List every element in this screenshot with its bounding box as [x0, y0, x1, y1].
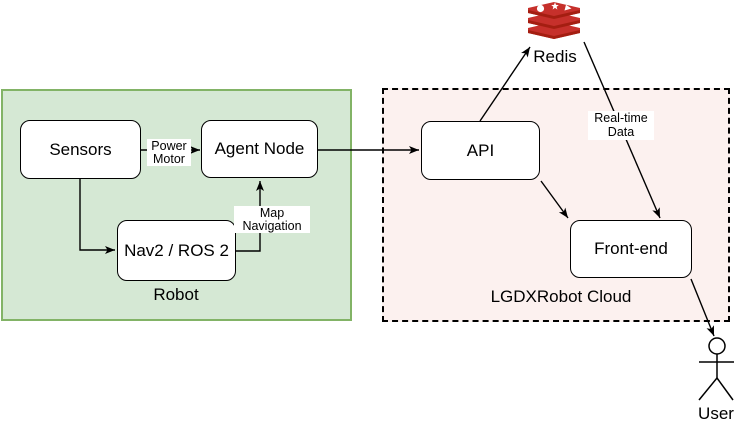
redis-database-stack-icon	[528, 2, 580, 39]
edge-nav2-to-agent-node	[236, 181, 264, 252]
node-api: API	[421, 121, 540, 180]
edge-label-realtime-data: Real-time Data	[588, 111, 654, 140]
node-sensors: Sensors	[20, 120, 141, 179]
node-api-label: API	[466, 140, 495, 160]
edge-label-map-navigation: Map Navigation	[234, 206, 310, 233]
node-sensors-label: Sensors	[49, 139, 112, 159]
redis-label: Redis	[533, 47, 577, 66]
edge-label-power-motor: Power Motor	[147, 139, 191, 166]
person-stick-figure-icon	[698, 337, 734, 401]
node-nav2-ros2: Nav2 / ROS 2	[117, 220, 236, 281]
lgdxrobot-cloud-group-label: LGDXRobot Cloud	[490, 287, 632, 306]
node-nav2-ros2-label: Nav2 / ROS 2	[124, 240, 229, 260]
node-front-end-label: Front-end	[594, 239, 668, 258]
edge-sensors-to-nav2	[79, 179, 115, 254]
node-agent-node: Agent Node	[201, 120, 318, 178]
edge-front-end-to-user	[690, 278, 715, 337]
node-front-end: Front-end	[570, 220, 692, 278]
edge-api-to-redis	[479, 46, 531, 122]
node-agent-node-label: Agent Node	[214, 139, 305, 158]
user-label: User	[698, 404, 734, 423]
edge-api-to-front-end	[540, 180, 569, 219]
robot-group-label: Robot	[153, 285, 199, 304]
